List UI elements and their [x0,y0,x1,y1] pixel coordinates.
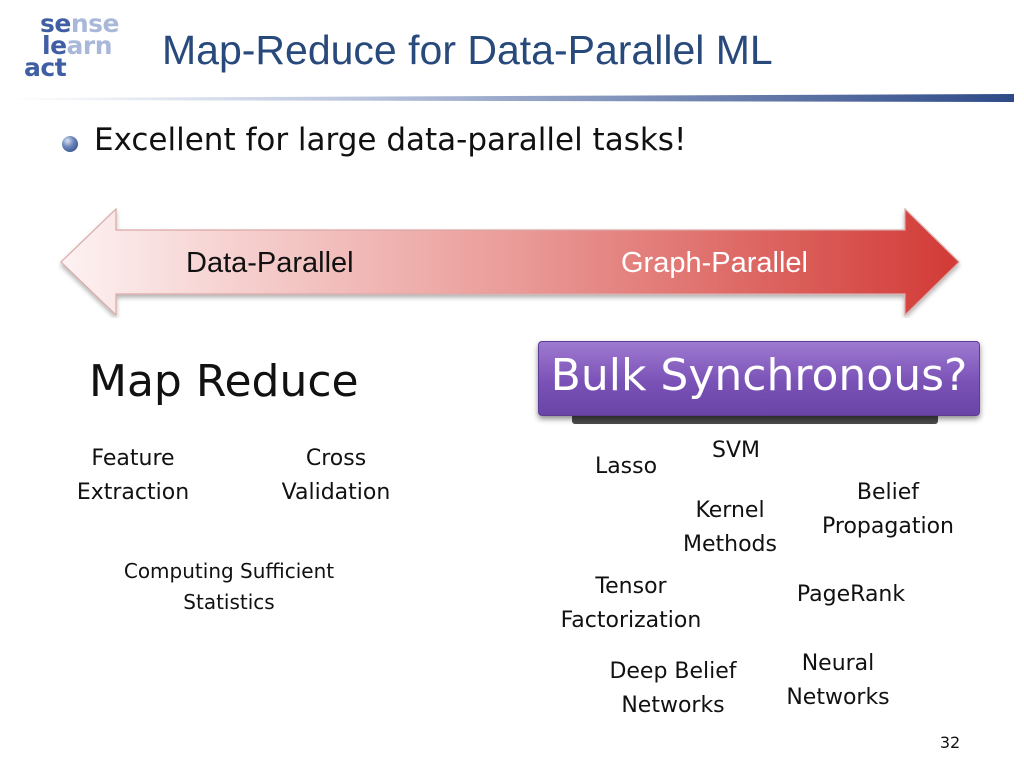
item-tensor-factorization: Tensor Factorization [560,574,702,633]
graph-parallel-label: Graph-Parallel [621,247,808,279]
item-cross-validation: Cross Validation [281,446,391,505]
bulk-synchronous-label: Bulk Synchronous? [550,350,968,401]
item-svm: SVM [712,438,760,463]
bullet-icon [62,136,78,152]
map-reduce-heading: Map Reduce [89,356,359,407]
sense-learn-act-logo: sense learn act [24,9,119,82]
item-neural-networks: Neural Networks [786,651,890,710]
item-pagerank: PageRank [796,582,906,607]
item-feature-extraction: Feature Extraction [76,446,190,505]
data-graph-parallel-arrow [60,207,960,317]
bullet-text: Excellent for large data-parallel tasks! [94,122,687,158]
item-kernel-methods: Kernel Methods [683,498,777,557]
slide-title: Map-Reduce for Data-Parallel ML [162,27,773,73]
item-computing-sufficient-statistics: Computing Sufficient Statistics [123,559,335,614]
data-parallel-label: Data-Parallel [186,247,354,279]
title-underline [10,94,1014,102]
item-lasso: Lasso [594,454,658,479]
item-deep-belief-networks: Deep Belief Networks [609,659,737,718]
item-belief-propagation: Belief Propagation [822,480,954,539]
bulk-synchronous-box [538,341,980,416]
page-number: 32 [939,733,961,752]
